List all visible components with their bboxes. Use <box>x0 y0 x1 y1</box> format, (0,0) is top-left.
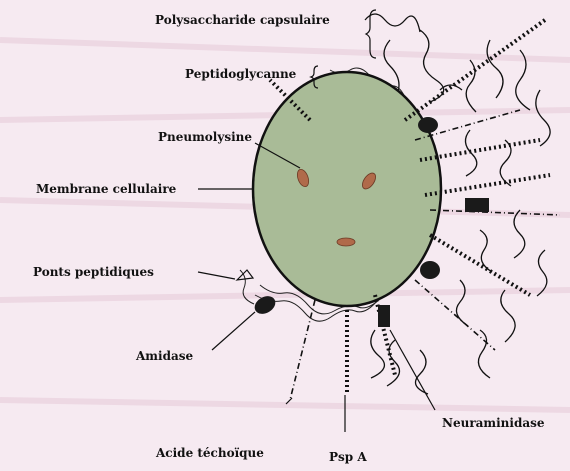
cell-body <box>253 72 441 306</box>
label-acide: Acide téchoïque <box>155 446 264 460</box>
neuraminidase-block <box>465 198 489 212</box>
leader-amidase <box>212 312 255 350</box>
label-pneumolysine: Pneumolysine <box>158 130 252 144</box>
label-membrane: Membrane cellulaire <box>36 182 177 196</box>
leader-neuraminidase <box>390 330 435 410</box>
label-polysaccharide: Polysaccharide capsulaire <box>155 13 330 27</box>
leader-ponts <box>198 272 235 279</box>
label-neuraminidase: Neuraminidase <box>442 416 545 430</box>
label-amidase: Amidase <box>135 349 193 363</box>
label-ponts: Ponts peptidiques <box>33 265 154 279</box>
label-pspa: Psp A <box>329 450 367 464</box>
label-peptidoglycanne: Peptidoglycanne <box>185 67 297 81</box>
protein-blob <box>420 261 440 279</box>
peptide-bridge-marker <box>237 270 253 280</box>
pneumolysin-granule <box>337 238 355 246</box>
neuraminidase-block <box>378 305 390 327</box>
protein-blob <box>418 117 438 133</box>
